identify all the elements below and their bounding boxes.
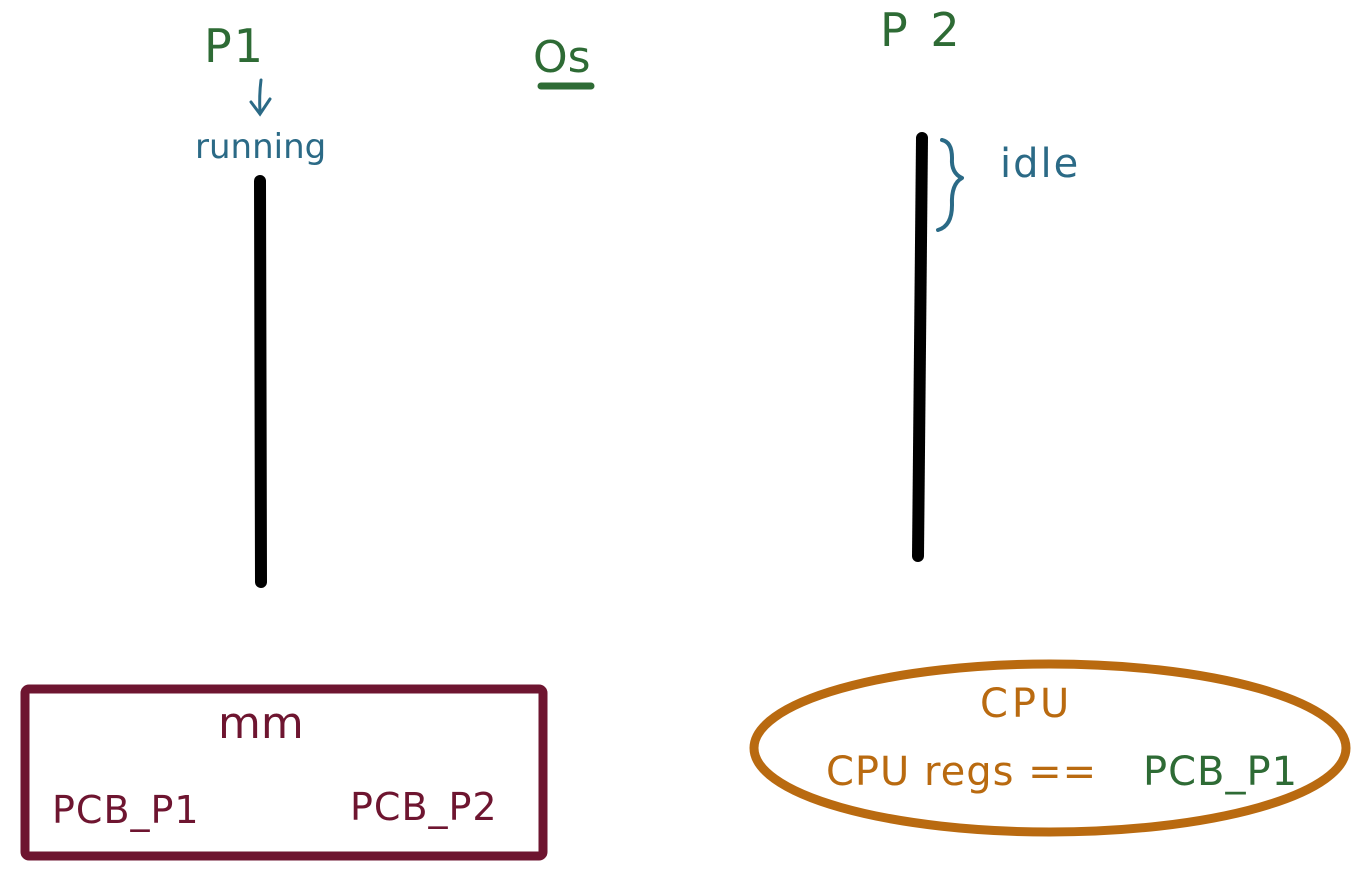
p2-label: P 2: [880, 3, 964, 57]
cpu-label: CPU: [980, 681, 1073, 727]
cpu-regs-value: PCB_P1: [1143, 749, 1298, 795]
cpu-ellipse: [749, 659, 1351, 837]
pcb-p2-entry: PCB_P2: [350, 785, 498, 829]
pcb-p1-entry: PCB_P1: [52, 788, 200, 832]
idle-brace-icon: [936, 138, 964, 232]
cpu-regs-label: CPU regs ==: [826, 749, 1097, 795]
p1-timeline: [254, 175, 267, 588]
p2-state-label: idle: [1000, 141, 1080, 187]
p1-state-label: running: [195, 127, 326, 167]
main-memory-box: [20, 684, 548, 861]
down-arrow-icon: [249, 78, 272, 117]
p1-label: P1: [204, 19, 265, 73]
p2-timeline: [912, 132, 928, 562]
os-label: Os: [533, 32, 591, 83]
main-memory-label: mm: [218, 698, 304, 749]
